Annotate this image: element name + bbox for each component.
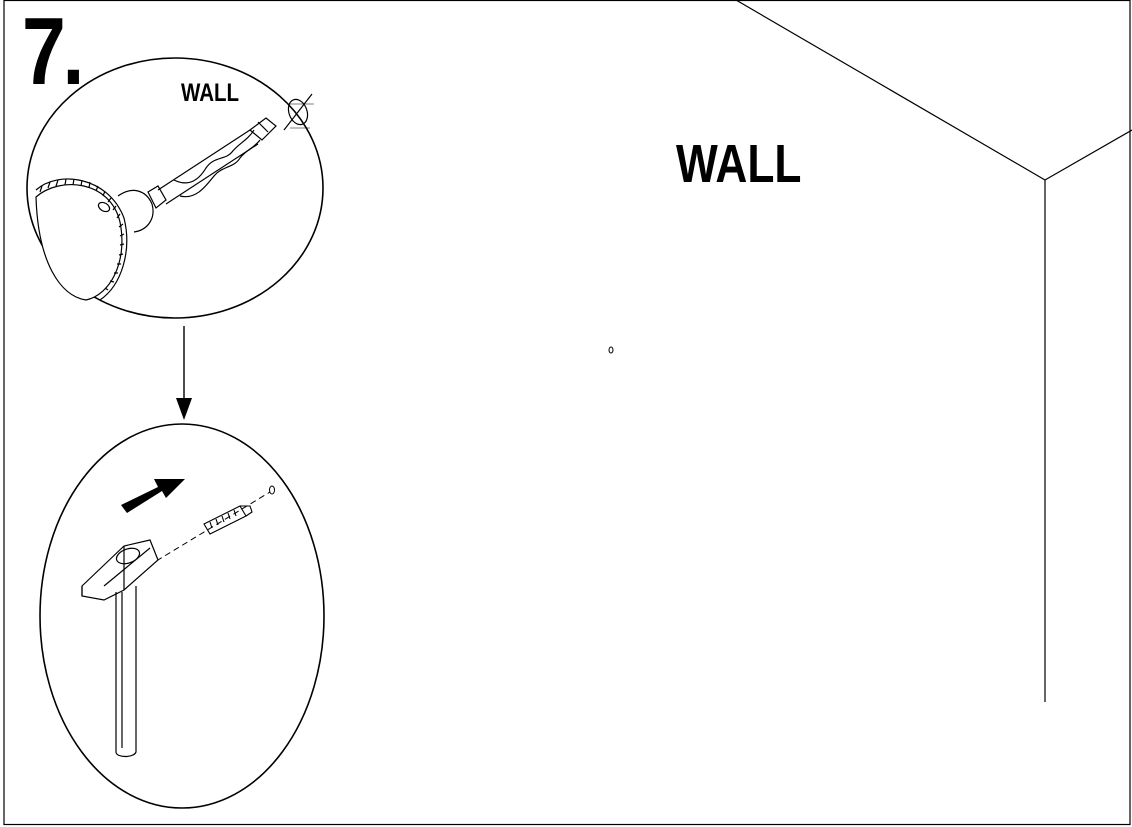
detail-hole xyxy=(269,485,275,495)
arrow-right-icon xyxy=(121,479,185,513)
wall-label: WALL xyxy=(676,134,802,194)
drill-hole xyxy=(608,346,614,354)
drill-bit-icon xyxy=(157,117,277,205)
anchor-detail-circle xyxy=(39,423,325,809)
detail-circle-outline-bottom xyxy=(39,423,325,809)
diameter-icon xyxy=(283,93,314,131)
wall-edge-right xyxy=(1044,129,1132,181)
guide-line xyxy=(147,491,271,567)
wall-corner-lines xyxy=(735,0,1132,702)
arrow-down-icon xyxy=(176,326,192,420)
hammer-icon xyxy=(81,539,159,758)
drill-chuck-icon xyxy=(35,178,167,301)
wall-edge-top xyxy=(735,0,1046,181)
step-number: 7. xyxy=(22,0,84,105)
page-frame xyxy=(3,0,1131,826)
detail-wall-label: WALL xyxy=(181,79,240,107)
drill-detail-circle xyxy=(26,57,324,319)
